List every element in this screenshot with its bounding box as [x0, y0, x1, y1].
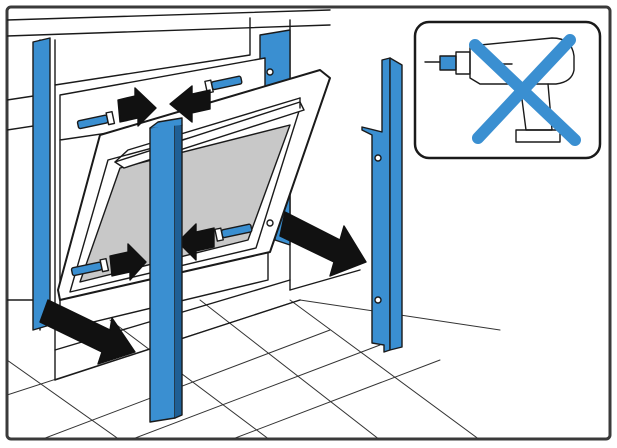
cordless-drill-icon	[424, 37, 575, 143]
pull-arrow-icon	[39, 211, 367, 365]
oven-window	[79, 124, 291, 283]
detached-side-strip	[361, 57, 403, 353]
no-drill-warning	[413, 20, 602, 160]
left-cabinet-strip	[32, 37, 51, 331]
push-arrow-icon	[109, 85, 215, 281]
screw-icon	[70, 68, 274, 277]
oven	[57, 57, 331, 331]
cross-out-icon	[469, 34, 581, 146]
removed-side-strip	[149, 117, 183, 423]
